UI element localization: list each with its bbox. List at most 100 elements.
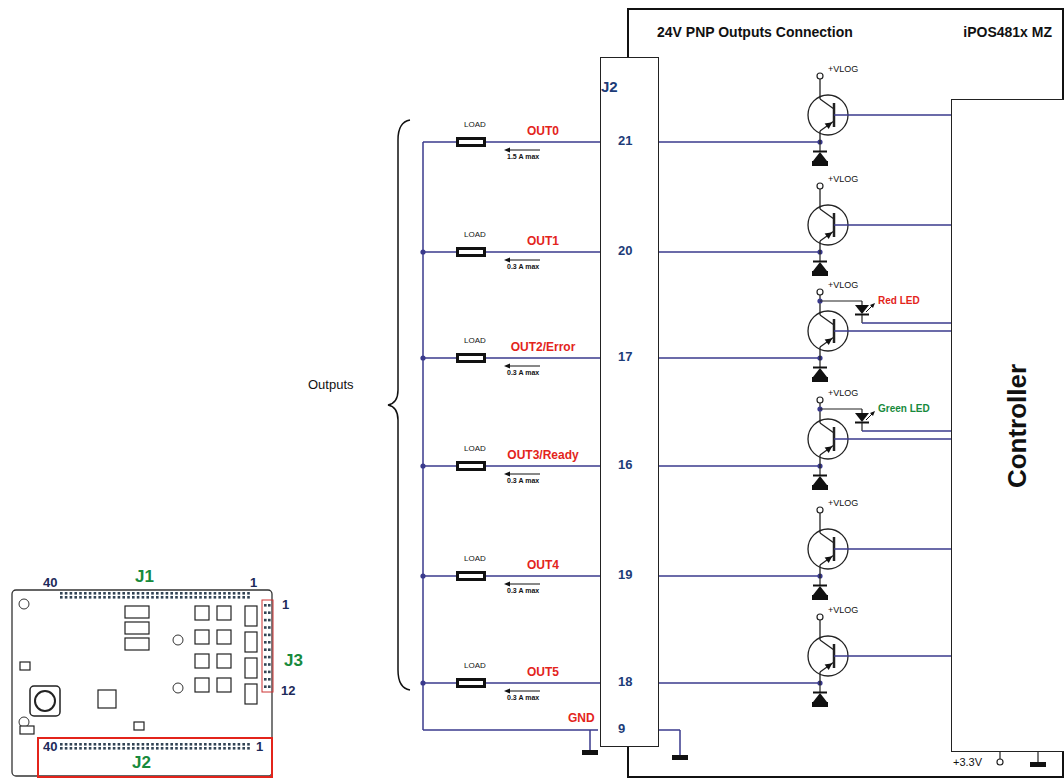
load-resistor: LOAD	[451, 336, 499, 364]
header-pin	[127, 747, 130, 750]
wire	[1037, 742, 1038, 762]
header-pin	[204, 747, 207, 750]
header-pin	[242, 747, 245, 750]
header-pin	[132, 743, 135, 746]
header-pin	[199, 596, 202, 599]
ground-symbol	[812, 595, 828, 600]
header-pin	[65, 747, 68, 750]
output-wire	[486, 465, 600, 467]
mounting-hole	[173, 683, 183, 693]
header-pin	[84, 743, 87, 746]
ground-symbol	[672, 755, 688, 760]
wire	[834, 330, 985, 332]
ground-symbol	[812, 702, 828, 707]
connector-block: J2	[600, 57, 659, 747]
wire	[423, 575, 460, 577]
wire	[819, 620, 820, 640]
header-pin	[199, 743, 202, 746]
diode-symbol	[813, 476, 827, 485]
header-pin	[94, 747, 97, 750]
wire	[423, 465, 460, 467]
wire	[834, 655, 985, 657]
transistor-arrow	[825, 232, 833, 239]
ground-symbol	[812, 161, 828, 166]
header-pin	[122, 747, 125, 750]
resistor-symbol	[456, 247, 486, 257]
current-rating: 0.3 A max	[507, 694, 539, 702]
header-pin	[223, 743, 226, 746]
wire	[834, 548, 985, 550]
current-arrowhead	[504, 148, 510, 153]
header-pin	[264, 648, 267, 651]
ground-symbol	[812, 377, 828, 382]
transistor-arrow	[825, 556, 833, 563]
header-pin	[122, 596, 125, 599]
wire	[861, 409, 862, 413]
wire	[679, 730, 681, 755]
header-pin	[199, 592, 202, 595]
wire	[819, 189, 820, 209]
signal-name: OUT0	[527, 125, 559, 138]
header-pin	[127, 596, 130, 599]
supply-terminal	[817, 289, 823, 295]
chip-symbol	[98, 690, 116, 708]
header-pin	[166, 743, 169, 746]
header-outline	[262, 600, 273, 692]
supply-label: +3.3V	[953, 756, 982, 768]
header-pin	[151, 592, 154, 595]
header-pin	[223, 596, 226, 599]
header-pin	[137, 747, 140, 750]
box-label: LOAD	[451, 661, 499, 671]
header-pin	[60, 747, 63, 750]
header-pin	[238, 592, 241, 595]
header-pin	[264, 671, 267, 674]
chip-symbol	[245, 684, 257, 704]
controller-box: Controller	[951, 99, 1064, 752]
transistor-symbol	[820, 640, 834, 650]
pin-number: 1	[256, 740, 263, 754]
box-label: LOAD	[451, 336, 499, 346]
header-pin	[199, 747, 202, 750]
header-pin	[108, 592, 111, 595]
wire	[820, 300, 862, 301]
chip-symbol	[195, 678, 209, 692]
header-pin	[146, 592, 149, 595]
header-pin	[98, 596, 101, 599]
mounting-hole	[173, 635, 183, 645]
header-pin	[166, 596, 169, 599]
wire	[999, 742, 1000, 759]
box-label: J2	[601, 78, 618, 95]
header-pin	[268, 656, 271, 659]
output-wire	[486, 357, 600, 359]
current-arrowhead	[504, 689, 510, 694]
header-pin	[190, 596, 193, 599]
resistor-symbol	[456, 678, 486, 688]
chip-symbol	[195, 606, 209, 620]
header-pin	[108, 747, 111, 750]
group-label: Outputs	[308, 378, 354, 392]
pin-number: 20	[618, 244, 632, 258]
wire	[819, 576, 820, 585]
header-pin	[218, 596, 221, 599]
header-pin	[118, 747, 121, 750]
diode-symbol	[813, 692, 827, 694]
header-pin	[118, 592, 121, 595]
current-arrow	[508, 150, 540, 151]
transistor-symbol	[820, 423, 834, 433]
header-pin	[209, 592, 212, 595]
header-pin	[214, 743, 217, 746]
header-pin	[247, 596, 250, 599]
wire	[422, 142, 424, 730]
header-pin	[65, 596, 68, 599]
current-rating: 0.3 A max	[507, 263, 539, 271]
header-pin	[264, 604, 267, 607]
junction-dot	[420, 249, 425, 254]
transistor-symbol	[820, 315, 834, 325]
header-pin	[103, 747, 106, 750]
header-pin	[79, 596, 82, 599]
wire	[657, 729, 680, 731]
load-resistor: LOAD	[451, 230, 499, 258]
mounting-hole	[19, 599, 29, 609]
